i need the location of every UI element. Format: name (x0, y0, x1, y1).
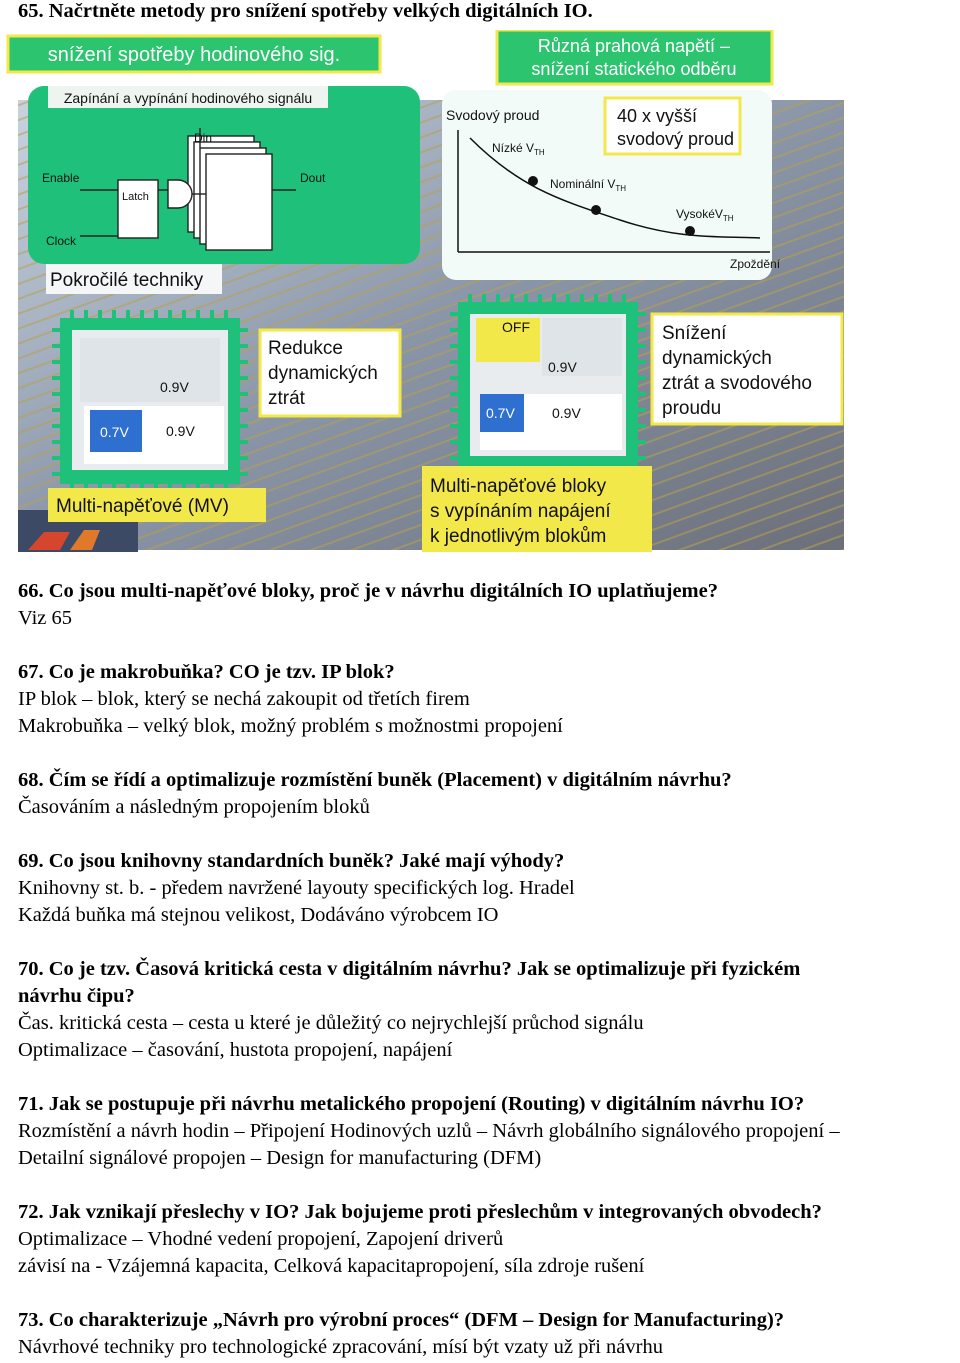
reduce-all-text-1: Snížení (662, 323, 727, 344)
advanced-label-box (46, 264, 222, 294)
question-70-line-2: návrhu čipu? (18, 985, 135, 1007)
answer-68: Časováním a následným propojením bloků (18, 796, 370, 818)
answer-72-line-2: závisí na - Vzájemná kapacita, Celková k… (18, 1255, 645, 1277)
clock-panel-title: Zapínání a vypínání hodinového signálu (64, 90, 312, 106)
reduce-all-text-2: dynamických (662, 348, 772, 369)
question-71: 71. Jak se postupuje při návrhu metalick… (18, 1093, 805, 1115)
mv-label-box (48, 488, 266, 522)
banner-threshold (495, 30, 774, 86)
question-70-line-1: 70. Co je tzv. Časová kritická cesta v d… (18, 958, 801, 980)
power-reduction-figure: snížení spotřeby hodinového sig. Různá p… (0, 30, 860, 552)
sig-enable-label: Enable (42, 171, 80, 185)
banner-clock-text: snížení spotřeby hodinového sig. (48, 44, 340, 66)
right-chip-v09-a: 0.9V (548, 359, 577, 375)
mv-label: Multi-napěťové (MV) (56, 496, 229, 517)
delay-label: Zpoždění (730, 257, 781, 271)
reduce-dynamic-text-2: dynamických (268, 363, 378, 384)
answer-69-line-2: Každá buňka má stejnou velikost, Dodáván… (18, 904, 499, 926)
mv-blocks-text-1: Multi-napěťové bloky (430, 476, 607, 497)
leak-note (603, 96, 742, 156)
latch-and-gate-schematic (80, 128, 296, 251)
reduce-dynamic-text-3: ztrát (268, 388, 306, 409)
vth-nominal-label: Nominální VTH (550, 177, 626, 193)
answer-69-line-1: Knihovny st. b. - předem navržené layout… (18, 877, 575, 899)
vth-high-label: VysokéVTH (676, 207, 734, 223)
leak-title: Svodový proud (446, 107, 539, 123)
sig-dout-label: Dout (300, 171, 326, 185)
left-chip-v09-a: 0.9V (160, 379, 189, 395)
question-73: 73. Co charakterizuje „Návrh pro výrobní… (18, 1309, 785, 1331)
right-chip-off: OFF (502, 319, 530, 335)
reduce-dynamic-box (258, 328, 402, 418)
left-chip: 0.7V 0.9V 0.9V (52, 310, 248, 492)
right-chip: OFF 0.7V 0.9V 0.9V (450, 294, 646, 476)
advanced-title: Pokročilé techniky (50, 270, 204, 291)
right-chip-v07: 0.7V (486, 405, 515, 421)
answer-67-line-1: IP blok – blok, který se nechá zakoupit … (18, 688, 470, 710)
mv-blocks-text-3: k jednotlivým blokům (430, 526, 606, 547)
question-72: 72. Jak vznikají přeslechy v IO? Jak boj… (18, 1201, 822, 1223)
leak-note-text-1: 40 x vyšší (617, 106, 697, 126)
reduce-all-box (650, 312, 844, 426)
left-chip-v09-b: 0.9V (166, 423, 195, 439)
leakage-curve-axes (457, 130, 770, 253)
banner-threshold-text-1: Různá prahová napětí – (538, 36, 730, 56)
answer-71-line-2: Detailní signálové propojen – Design for… (18, 1147, 542, 1169)
reduce-all-text-3: ztrát a svodového (662, 373, 812, 394)
question-66: 66. Co jsou multi-napěťové bloky, proč j… (18, 580, 718, 602)
banner-threshold-text-2: snížení statického odběru (531, 59, 736, 79)
question-67: 67. Co je makrobuňka? CO je tzv. IP blok… (18, 661, 395, 683)
answer-72-line-1: Optimalizace – Vhodné vedení propojení, … (18, 1228, 504, 1250)
mv-blocks-box (422, 466, 652, 552)
answer-70-line-2: Optimalizace – časování, hustota propoje… (18, 1039, 453, 1061)
reduce-all-text-4: proudu (662, 398, 721, 419)
leak-note-text-2: svodový proud (617, 129, 734, 149)
banner-clock (6, 34, 382, 74)
answer-73: Návrhové techniky pro technologické zpra… (18, 1336, 663, 1358)
reduce-dynamic-text-1: Redukce (268, 338, 343, 359)
question-68: 68. Čím se řídí a optimalizuje rozmístěn… (18, 769, 732, 791)
answer-66: Viz 65 (18, 607, 72, 629)
vth-low-label: Nízké VTH (492, 141, 545, 157)
right-chip-v09-b: 0.9V (552, 405, 581, 421)
question-69: 69. Co jsou knihovny standardních buněk?… (18, 850, 565, 872)
sig-clock-label: Clock (46, 234, 77, 248)
answer-70-line-1: Čas. kritická cesta – cesta u které je d… (18, 1012, 644, 1034)
sig-latch-label: Latch (122, 191, 149, 203)
answer-67-line-2: Makrobuňka – velký blok, možný problém s… (18, 715, 563, 737)
answer-71-line-1: Rozmístění a návrh hodin – Připojení Hod… (18, 1120, 840, 1142)
sig-din-label: Din (194, 131, 212, 145)
question-65: 65. Načrtněte metody pro snížení spotřeb… (18, 0, 593, 22)
left-chip-v07: 0.7V (100, 424, 129, 440)
mv-blocks-text-2: s vypínáním napájení (430, 501, 611, 522)
